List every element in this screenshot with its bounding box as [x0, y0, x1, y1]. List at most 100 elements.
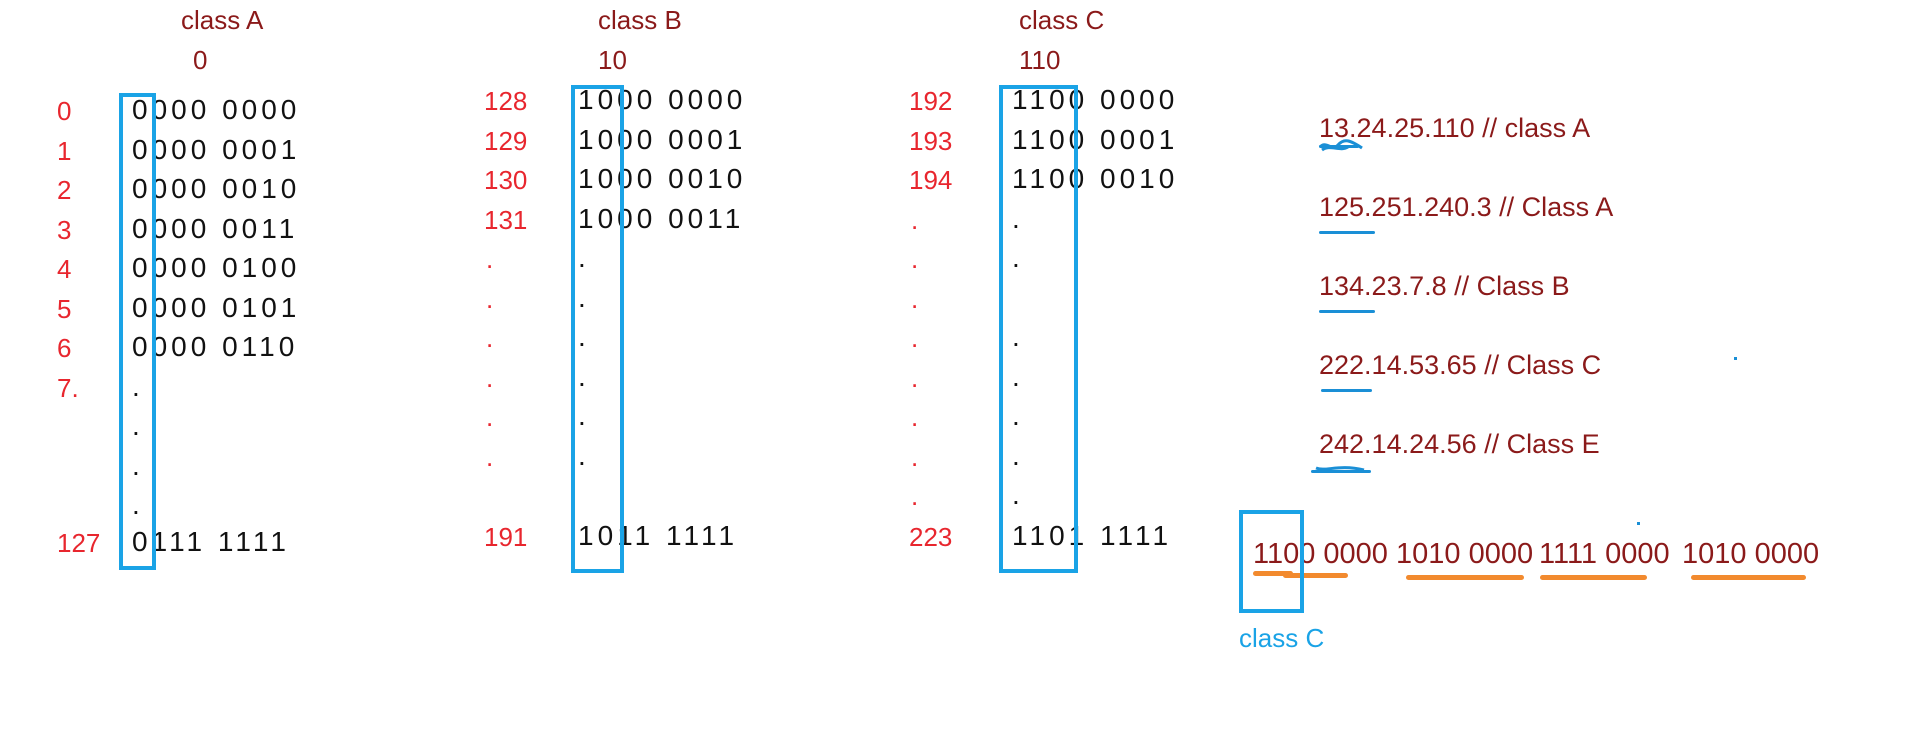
row-number: 7. [57, 372, 79, 403]
row-bits-last: 0111 1111 [132, 526, 290, 557]
class-b-title: class B [598, 5, 682, 35]
class-a-prefix-box [119, 93, 156, 570]
row-number: 4 [57, 254, 72, 284]
row-number: . [911, 244, 919, 274]
row-bits: 0000 0000 [132, 94, 301, 125]
row-bits-last: 1101 1111 [1012, 520, 1173, 551]
row-bits: . [132, 370, 140, 402]
row-number: 0 [57, 96, 72, 126]
row-number-last: 127 [57, 528, 101, 558]
class-c-title: class C [1019, 5, 1105, 35]
scribble-mark [1318, 139, 1363, 152]
row-bits: . [1012, 242, 1020, 273]
row-number: . [486, 362, 494, 393]
row-bits: 1000 0010 [578, 163, 747, 194]
class-a-prefix: 0 [193, 45, 208, 75]
row-bits: . [132, 489, 140, 520]
row-bits: 1000 0011 [578, 202, 745, 234]
row-number: . [486, 244, 494, 274]
ip-example: 222.14.53.65 // Class C [1319, 350, 1602, 380]
ip-example: 13.24.25.110 // class A [1319, 113, 1591, 143]
row-bits: . [132, 449, 140, 481]
row-bits: . [578, 360, 586, 392]
binary-octet: 1010 0000 [1682, 538, 1820, 570]
row-number: 128 [484, 86, 528, 116]
row-bits: 0000 0110 [132, 331, 299, 362]
ip-example: 242.14.24.56 // Class E [1319, 429, 1600, 459]
row-bits: 1100 0001 [1012, 123, 1179, 155]
row-bits: 0000 0010 [132, 173, 301, 204]
row-number: 130 [484, 165, 528, 195]
class-b-prefix-box [571, 85, 624, 573]
octet-underline [1540, 575, 1647, 580]
row-bits: . [1012, 360, 1020, 392]
row-bits: 0000 0100 [132, 252, 301, 283]
row-bits: 1100 0010 [1012, 163, 1179, 194]
row-number: 1 [57, 135, 72, 166]
row-number: . [911, 441, 919, 472]
class-a-title: class A [181, 5, 264, 35]
row-bits: . [1012, 479, 1020, 510]
ip-example: 125.251.240.3 // Class A [1319, 192, 1614, 222]
row-number: . [486, 402, 494, 432]
row-bits: 1000 0000 [578, 84, 747, 115]
row-bits: . [578, 281, 586, 313]
first-octet-underline [1321, 389, 1372, 392]
row-number: 193 [909, 125, 953, 156]
stray-dot [1734, 357, 1737, 360]
scribble-mark [1315, 466, 1365, 472]
row-bits: 0000 0011 [132, 212, 299, 244]
row-bits: . [1012, 321, 1020, 352]
row-number-last: 191 [484, 522, 528, 552]
binary-example-class-label: class C [1239, 623, 1325, 653]
row-bits: 1100 0000 [1012, 84, 1179, 115]
row-number: . [911, 204, 919, 235]
class-b-prefix: 10 [598, 45, 627, 75]
binary-prefix-box [1239, 510, 1304, 613]
row-number: . [911, 362, 919, 393]
row-bits: . [132, 410, 140, 441]
stray-dot [1637, 522, 1640, 525]
row-number: . [911, 481, 919, 511]
row-number: . [911, 402, 919, 432]
octet-underline [1406, 575, 1524, 580]
row-bits: . [578, 321, 586, 352]
first-octet-underline [1311, 470, 1371, 473]
row-number: . [486, 283, 494, 314]
row-bits: 0000 0101 [132, 291, 301, 323]
row-bits: . [1012, 400, 1020, 431]
first-octet-underline [1319, 145, 1359, 148]
row-number: . [911, 323, 919, 353]
row-number: 5 [57, 293, 72, 324]
row-number: 2 [57, 175, 72, 205]
ip-example: 134.23.7.8 // Class B [1319, 271, 1570, 301]
row-number: . [911, 283, 919, 314]
row-number: 192 [909, 86, 953, 116]
octet-underline [1283, 573, 1348, 578]
row-number: . [486, 441, 494, 472]
row-number: 3 [57, 214, 72, 245]
row-number: 194 [909, 165, 953, 195]
class-c-prefix-box [999, 85, 1078, 573]
row-bits: . [578, 439, 586, 471]
row-number-last: 223 [909, 522, 953, 552]
row-number: 129 [484, 125, 528, 156]
row-number: 6 [57, 333, 72, 363]
row-bits: . [1012, 439, 1020, 471]
binary-octet: 1100 0000 [1253, 538, 1388, 570]
row-bits: . [1012, 202, 1020, 234]
row-bits: . [578, 400, 586, 431]
row-bits-last: 1011 1111 [578, 520, 739, 551]
row-bits: . [578, 242, 586, 273]
first-octet-underline [1319, 231, 1375, 234]
octet-underline [1253, 571, 1293, 576]
first-octet-underline [1319, 310, 1375, 313]
binary-octet: 1111 0000 [1539, 538, 1670, 570]
binary-octet: 1010 0000 [1396, 538, 1534, 570]
octet-underline [1691, 575, 1806, 580]
row-number: . [486, 323, 494, 353]
class-c-prefix: 110 [1019, 45, 1061, 75]
row-bits: 0000 0001 [132, 133, 301, 165]
row-number: 131 [484, 204, 528, 235]
